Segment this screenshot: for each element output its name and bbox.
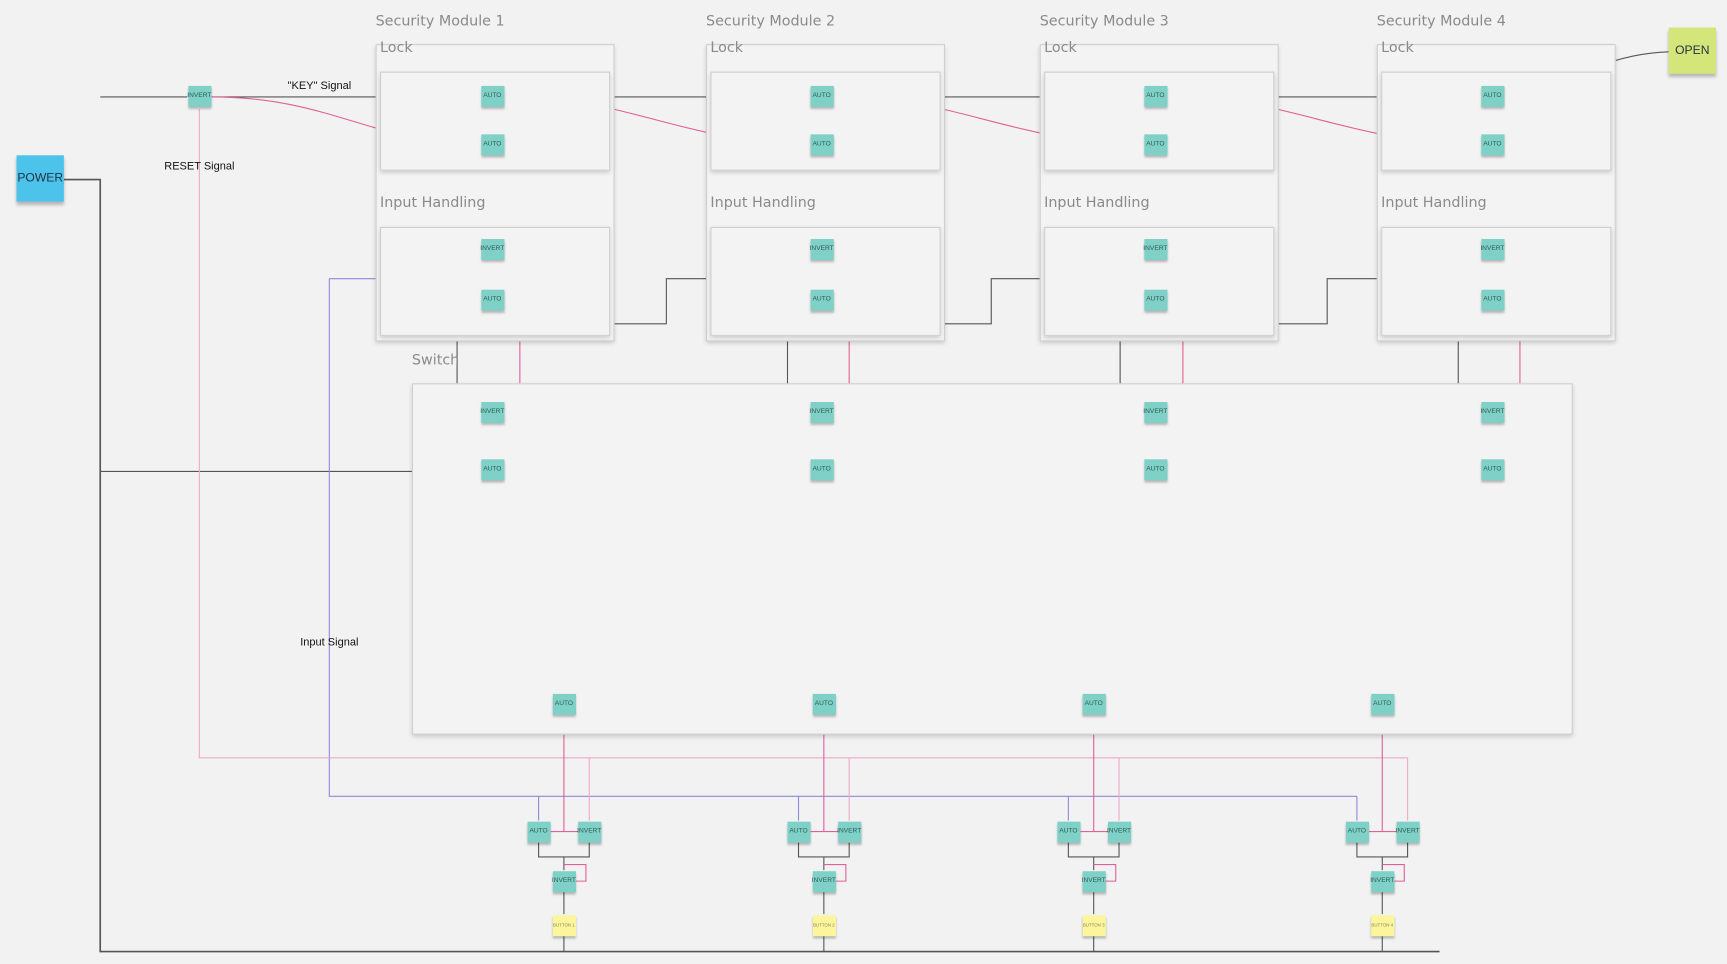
- module-gate[interactable]: INVERT: [1143, 238, 1167, 260]
- button-invert-gate[interactable]: INVERT: [1107, 821, 1131, 843]
- module-title: Security Module 2: [705, 13, 836, 30]
- open-sticky[interactable]: OPEN: [1668, 27, 1716, 74]
- module-gate[interactable]: AUTO: [810, 289, 834, 311]
- button-2[interactable]: BUTTON 2: [812, 914, 836, 936]
- module-gate[interactable]: INVERT: [810, 238, 834, 260]
- button-latch-gate[interactable]: INVERT: [812, 870, 836, 892]
- module-gate[interactable]: AUTO: [810, 85, 834, 107]
- button-latch-gate[interactable]: INVERT: [552, 870, 576, 892]
- switch-frame[interactable]: [411, 383, 1573, 735]
- wire: [823, 864, 847, 882]
- button-auto-gate[interactable]: AUTO: [1056, 821, 1080, 843]
- button-latch-gate[interactable]: INVERT: [1370, 870, 1394, 892]
- module-gate[interactable]: AUTO: [810, 133, 834, 155]
- wire: [63, 178, 1440, 953]
- button-1[interactable]: BUTTON 1: [552, 914, 576, 936]
- module-gate[interactable]: INVERT: [1480, 238, 1504, 260]
- module-title: Security Module 3: [1039, 13, 1169, 30]
- module-gate[interactable]: AUTO: [480, 85, 504, 107]
- wire: [538, 842, 590, 952]
- key-signal-label: "KEY" Signal: [287, 80, 352, 93]
- module-title: Security Module 1: [375, 13, 505, 30]
- input-signal-label: Input Signal: [300, 636, 359, 649]
- module-gate[interactable]: AUTO: [1480, 289, 1504, 311]
- module-gate[interactable]: INVERT: [480, 238, 504, 260]
- lock-title: Lock: [1381, 39, 1414, 57]
- input-handling-title: Input Handling: [379, 194, 486, 212]
- switch-output-gate[interactable]: AUTO: [552, 693, 576, 715]
- button-auto-gate[interactable]: AUTO: [786, 821, 811, 843]
- input-handling-title: Input Handling: [710, 194, 816, 212]
- wire: [1382, 864, 1405, 882]
- button-invert-gate[interactable]: INVERT: [577, 821, 601, 843]
- switch-output-gate[interactable]: AUTO: [1370, 693, 1394, 715]
- button-auto-gate[interactable]: AUTO: [1345, 821, 1369, 843]
- key-invert-gate[interactable]: INVERT: [187, 85, 211, 107]
- power-sticky[interactable]: POWER: [16, 155, 64, 202]
- module-gate[interactable]: AUTO: [1143, 289, 1167, 311]
- module-gate[interactable]: AUTO: [480, 133, 504, 155]
- switch-output-gate[interactable]: AUTO: [1082, 693, 1106, 715]
- wire: [198, 109, 1408, 759]
- switch-auto-gate[interactable]: AUTO: [480, 458, 504, 480]
- input-handling-title: Input Handling: [1381, 194, 1487, 212]
- button-invert-gate[interactable]: INVERT: [837, 821, 861, 843]
- lock-title: Lock: [1044, 39, 1077, 57]
- switch-invert-gate[interactable]: INVERT: [1143, 401, 1167, 423]
- module-gate[interactable]: AUTO: [1143, 133, 1167, 155]
- switch-auto-gate[interactable]: AUTO: [1480, 458, 1504, 480]
- switch-title: Switch: [411, 352, 460, 369]
- button-invert-gate[interactable]: INVERT: [1396, 821, 1420, 843]
- button-4[interactable]: BUTTON 4: [1370, 914, 1394, 936]
- button-auto-gate[interactable]: AUTO: [527, 821, 551, 843]
- input-handling-title: Input Handling: [1044, 194, 1150, 212]
- wire: [1356, 842, 1409, 952]
- module-gate[interactable]: AUTO: [480, 289, 504, 311]
- switch-invert-gate[interactable]: INVERT: [810, 401, 834, 423]
- button-3[interactable]: BUTTON 3: [1082, 914, 1106, 936]
- switch-invert-gate[interactable]: INVERT: [1480, 401, 1504, 423]
- wire: [797, 842, 850, 952]
- module-gate[interactable]: AUTO: [1480, 85, 1504, 107]
- switch-output-gate[interactable]: AUTO: [812, 693, 836, 715]
- switch-auto-gate[interactable]: AUTO: [1143, 458, 1167, 480]
- wire: [1093, 864, 1117, 882]
- reset-signal-label: RESET Signal: [164, 160, 235, 173]
- lock-title: Lock: [710, 39, 744, 57]
- wire: [1067, 842, 1120, 952]
- module-gate[interactable]: AUTO: [1480, 133, 1504, 155]
- switch-invert-gate[interactable]: INVERT: [480, 401, 504, 423]
- module-gate[interactable]: AUTO: [1143, 85, 1167, 107]
- module-title: Security Module 4: [1376, 13, 1506, 30]
- switch-auto-gate[interactable]: AUTO: [810, 458, 834, 480]
- wire: [563, 864, 587, 882]
- button-latch-gate[interactable]: INVERT: [1082, 870, 1106, 892]
- lock-title: Lock: [379, 39, 413, 57]
